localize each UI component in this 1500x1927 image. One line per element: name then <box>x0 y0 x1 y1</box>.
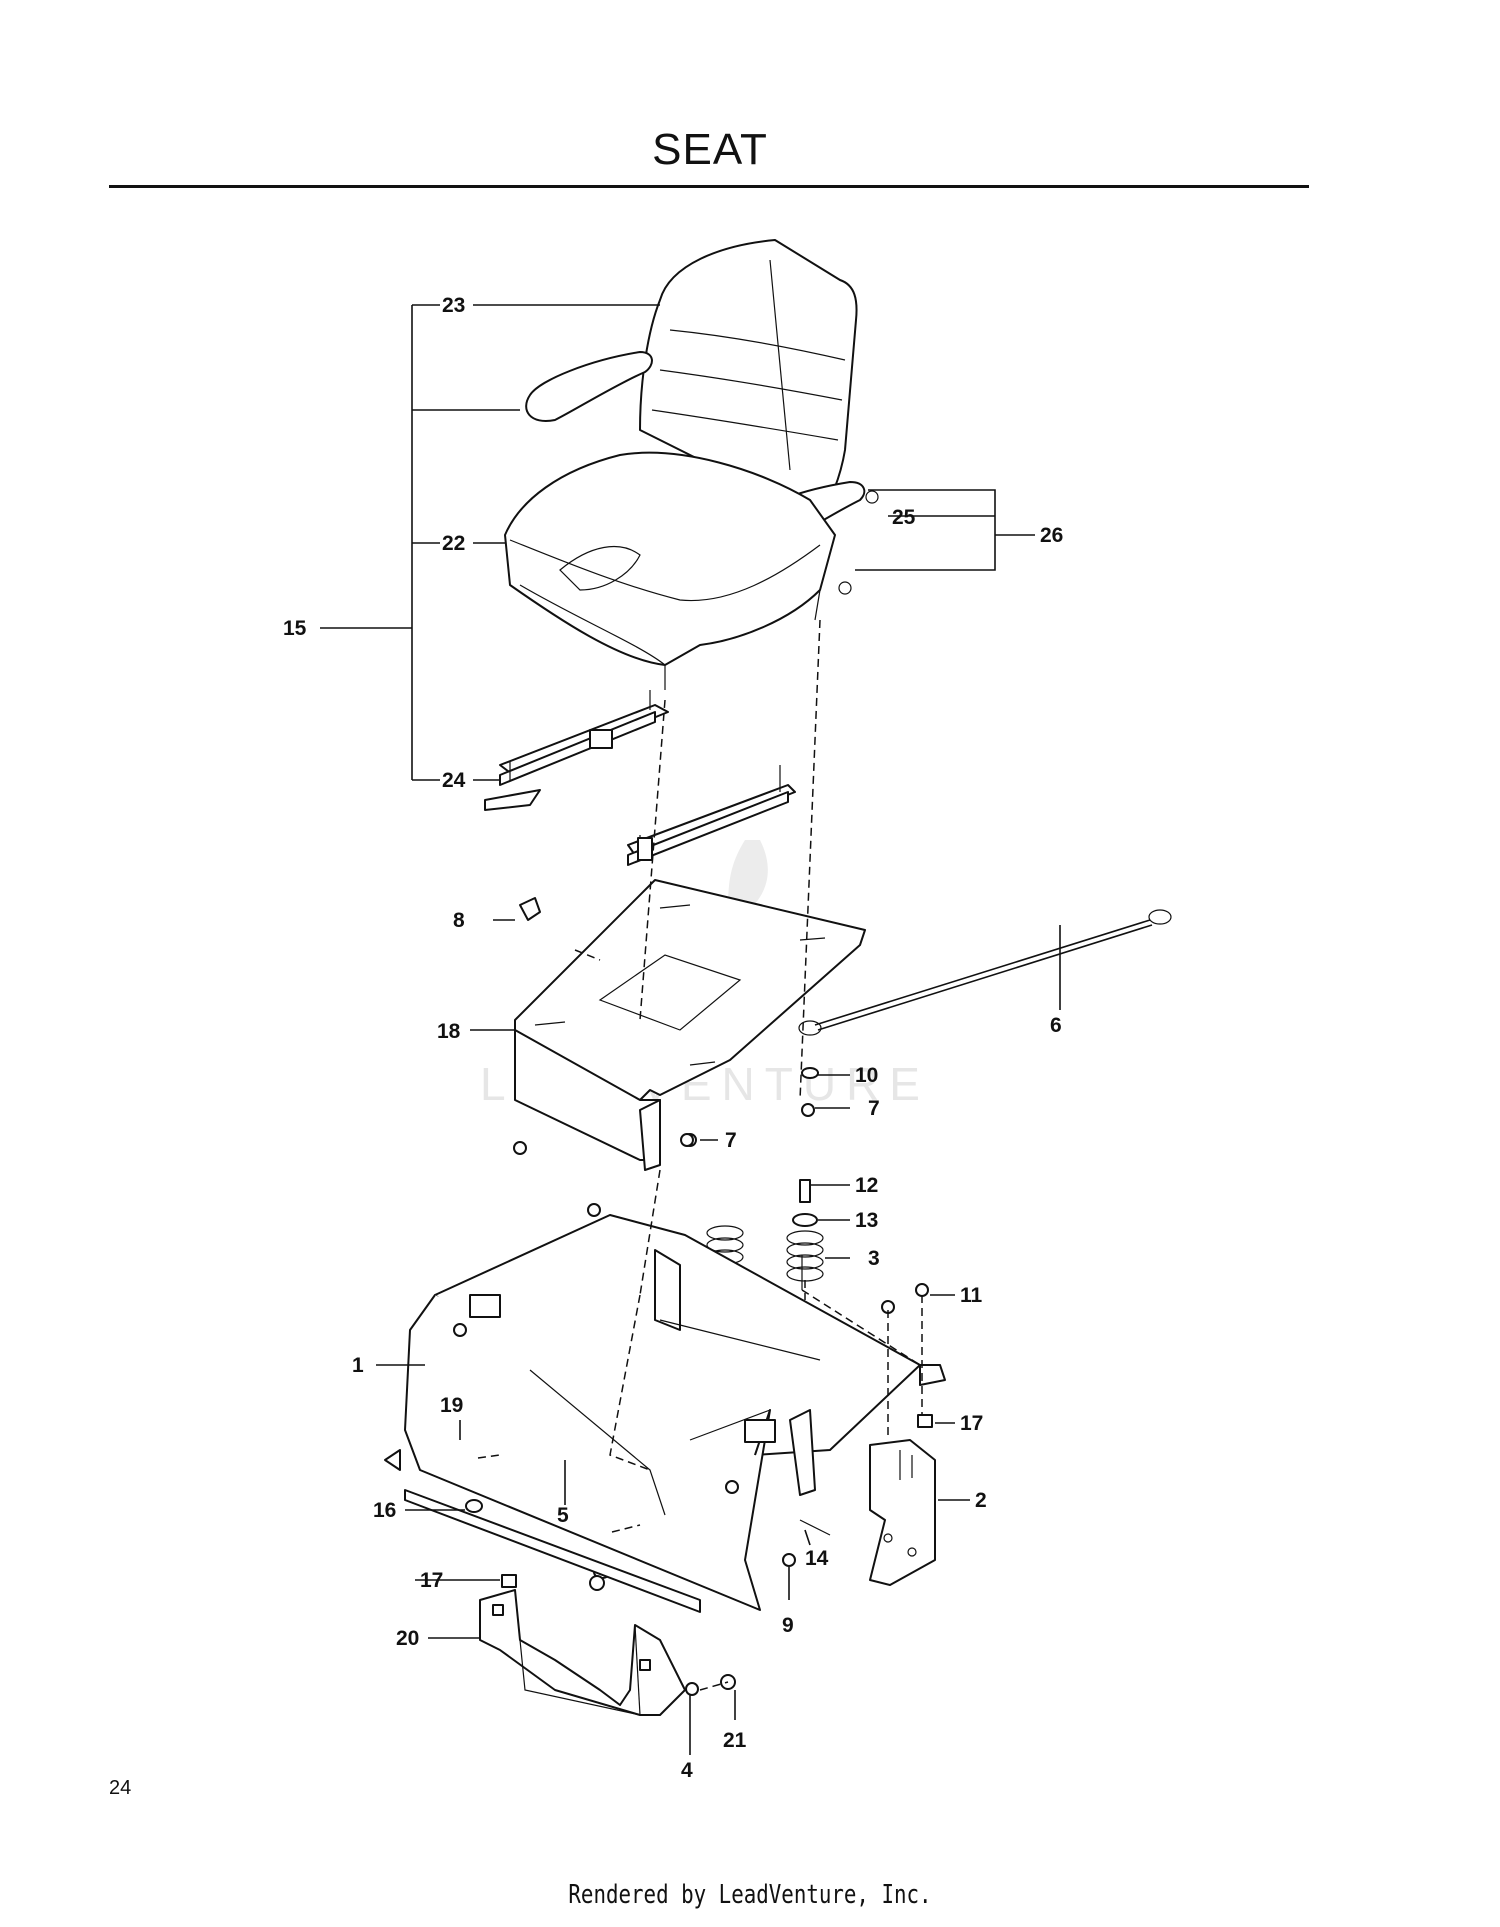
assembly-lines <box>477 619 923 1691</box>
callout-18: 19 <box>440 1394 463 1417</box>
side-bracket-drawing <box>869 1439 936 1586</box>
callout-16: 16 <box>373 1499 396 1522</box>
callout-20: 20 <box>396 1627 419 1650</box>
cable-drawing <box>798 909 1172 1036</box>
callout-4: 4 <box>681 1759 693 1782</box>
base-frame-drawing <box>384 1214 946 1613</box>
callout-19: 18 <box>437 1020 461 1043</box>
slide-rail-assembly <box>484 690 796 866</box>
callout-1: 1 <box>352 1354 364 1377</box>
callout-14: 14 <box>805 1547 829 1570</box>
callout-21: 21 <box>723 1729 747 1752</box>
callout-24: 24 <box>442 769 466 792</box>
callout-22: 22 <box>442 532 465 555</box>
callout-12: 12 <box>855 1174 878 1197</box>
callout-26: 26 <box>1040 524 1063 547</box>
callout-23: 23 <box>442 294 465 317</box>
callout-6: 6 <box>1050 1014 1062 1037</box>
callout-10: 10 <box>855 1064 878 1087</box>
callout-3: 3 <box>868 1247 880 1270</box>
callout-11: 11 <box>960 1284 983 1307</box>
page-number: 24 <box>109 1777 132 1799</box>
footer-text: Rendered by LeadVenture, Inc. <box>568 1880 932 1910</box>
callout-7-a: 7 <box>868 1097 880 1120</box>
callout-17-a: 17 <box>960 1412 983 1435</box>
callout-9: 9 <box>782 1614 794 1637</box>
seat-pan-drawing <box>513 879 866 1171</box>
callout-8: 8 <box>453 909 465 932</box>
callout-17-b: 17 <box>420 1569 443 1592</box>
leader-lines <box>320 304 1061 1755</box>
lower-bracket-drawing <box>479 1589 686 1716</box>
seat-assembly-drawing <box>504 239 879 690</box>
callout-7-b: 7 <box>725 1129 737 1152</box>
title-rule <box>109 185 1309 188</box>
callout-25: 25 <box>892 506 916 529</box>
callout-labels: 23 22 15 24 25 26 8 6 18 10 7 7 12 13 3 … <box>283 294 1063 1782</box>
page-title: SEAT <box>652 125 768 174</box>
callout-5: 5 <box>557 1504 569 1527</box>
callout-13: 13 <box>855 1209 878 1232</box>
callout-2: 2 <box>975 1489 987 1512</box>
callout-15: 15 <box>283 617 307 640</box>
